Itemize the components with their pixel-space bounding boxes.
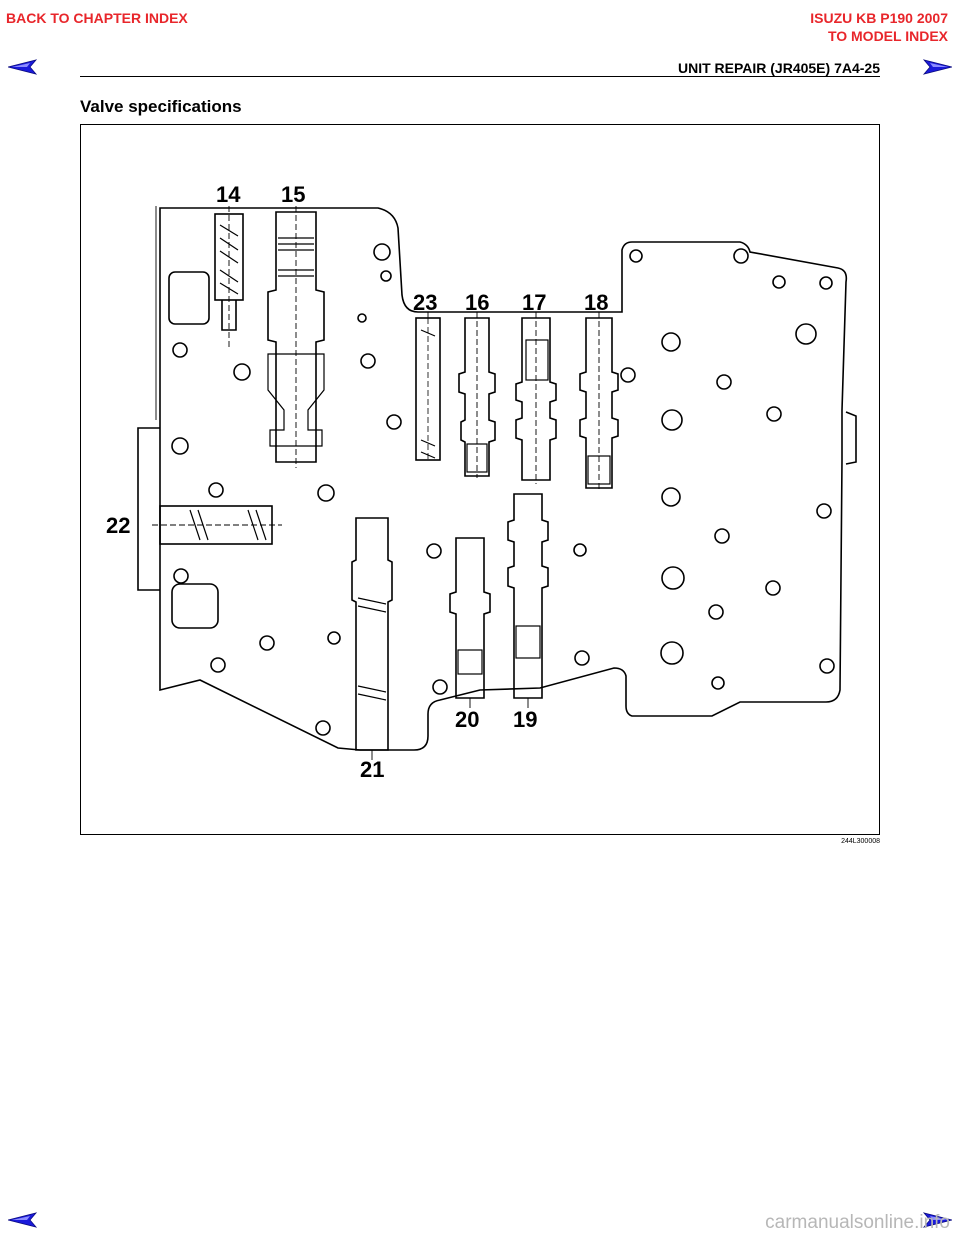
callout-16: 16 [465,290,489,315]
callout-22: 22 [106,513,130,538]
page-header-title: UNIT REPAIR (JR405E) 7A4-25 [677,60,880,76]
next-page-arrow-icon[interactable] [922,59,952,75]
callout-18: 18 [584,290,608,315]
back-to-chapter-link[interactable]: BACK TO CHAPTER INDEX [6,10,188,26]
next-page-arrow-icon[interactable] [922,1212,952,1228]
callout-17: 17 [522,290,546,315]
figure-code: 244L300008 [841,838,880,845]
callout-20: 20 [455,707,479,732]
section-title: Valve specifications [80,97,242,116]
callout-19: 19 [513,707,537,732]
callout-15: 15 [281,182,305,207]
to-model-index-link[interactable]: TO MODEL INDEX [827,28,948,44]
prev-page-arrow-icon[interactable] [8,59,38,75]
callout-21: 21 [360,757,384,782]
figure-frame [80,124,880,835]
header-divider [80,76,880,77]
model-title-link[interactable]: ISUZU KB P190 2007 [810,10,948,26]
prev-page-arrow-icon[interactable] [8,1212,38,1228]
watermark-text: carmanualsonline.info [765,1212,950,1233]
callout-23: 23 [413,290,437,315]
callout-14: 14 [216,182,241,207]
